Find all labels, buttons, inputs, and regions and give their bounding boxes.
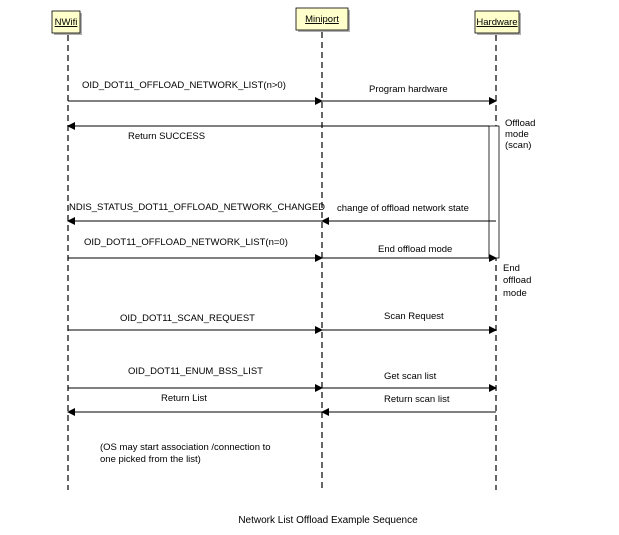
message-scan-request: Scan Request	[322, 311, 497, 334]
message-change-offload-state: change of offload network state	[321, 203, 496, 225]
message-end-offload-mode: End offload mode	[322, 244, 497, 262]
participant-hardware: Hardware	[474, 10, 521, 35]
message-label: change of offload network state	[337, 203, 469, 214]
note-line: mode	[505, 129, 529, 140]
message-oid-offload-list-n0: OID_DOT11_OFFLOAD_NETWORK_LIST(n=0)	[68, 237, 323, 262]
note-line: mode	[503, 288, 527, 299]
message-ndis-status-changed: NDIS_STATUS_DOT11_OFFLOAD_NETWORK_CHANGE…	[67, 202, 325, 225]
note-line: offload	[503, 275, 531, 286]
note-line: Offload	[505, 118, 535, 129]
participant-miniport-label: Miniport	[305, 14, 339, 25]
note-offload-mode: Offload mode (scan)	[505, 118, 535, 151]
message-oid-offload-list-n1: OID_DOT11_OFFLOAD_NETWORK_LIST(n>0)	[68, 80, 323, 105]
message-label: End offload mode	[378, 244, 452, 255]
participant-hardware-label: Hardware	[476, 17, 517, 28]
message-label: Scan Request	[384, 311, 444, 322]
message-return-success: Return SUCCESS	[67, 122, 489, 142]
diagram-caption: Network List Offload Example Sequence	[238, 515, 418, 526]
message-label: Get scan list	[384, 371, 437, 382]
note-end-offload-mode: End offload mode	[503, 263, 531, 299]
note-line: one picked from the list)	[100, 454, 201, 465]
message-label: Program hardware	[369, 84, 448, 95]
participant-miniport: Miniport	[295, 7, 350, 32]
note-line: End	[503, 263, 520, 274]
offload-activation-bar	[488, 125, 500, 259]
participant-nwifi: NWifi	[51, 10, 82, 35]
message-label: OID_DOT11_ENUM_BSS_LIST	[128, 366, 263, 377]
message-return-list: Return List	[67, 393, 322, 416]
message-label: Return List	[161, 393, 207, 404]
note-os-association: (OS may start association /connection to…	[100, 442, 271, 465]
message-oid-scan-request: OID_DOT11_SCAN_REQUEST	[68, 313, 323, 334]
message-label: OID_DOT11_OFFLOAD_NETWORK_LIST(n=0)	[84, 237, 288, 248]
note-line: (OS may start association /connection to	[100, 442, 271, 453]
note-line: (scan)	[505, 140, 531, 151]
message-oid-enum-bss-list: OID_DOT11_ENUM_BSS_LIST	[68, 366, 323, 392]
message-program-hardware: Program hardware	[322, 84, 497, 105]
message-label: OID_DOT11_OFFLOAD_NETWORK_LIST(n>0)	[82, 80, 286, 91]
message-return-scan-list: Return scan list	[321, 394, 496, 416]
message-label: OID_DOT11_SCAN_REQUEST	[120, 313, 255, 324]
message-label: Return SUCCESS	[128, 131, 205, 142]
participant-nwifi-label: NWifi	[55, 17, 78, 28]
message-get-scan-list: Get scan list	[322, 371, 497, 392]
message-label: Return scan list	[384, 394, 450, 405]
message-label: NDIS_STATUS_DOT11_OFFLOAD_NETWORK_CHANGE…	[69, 202, 325, 213]
